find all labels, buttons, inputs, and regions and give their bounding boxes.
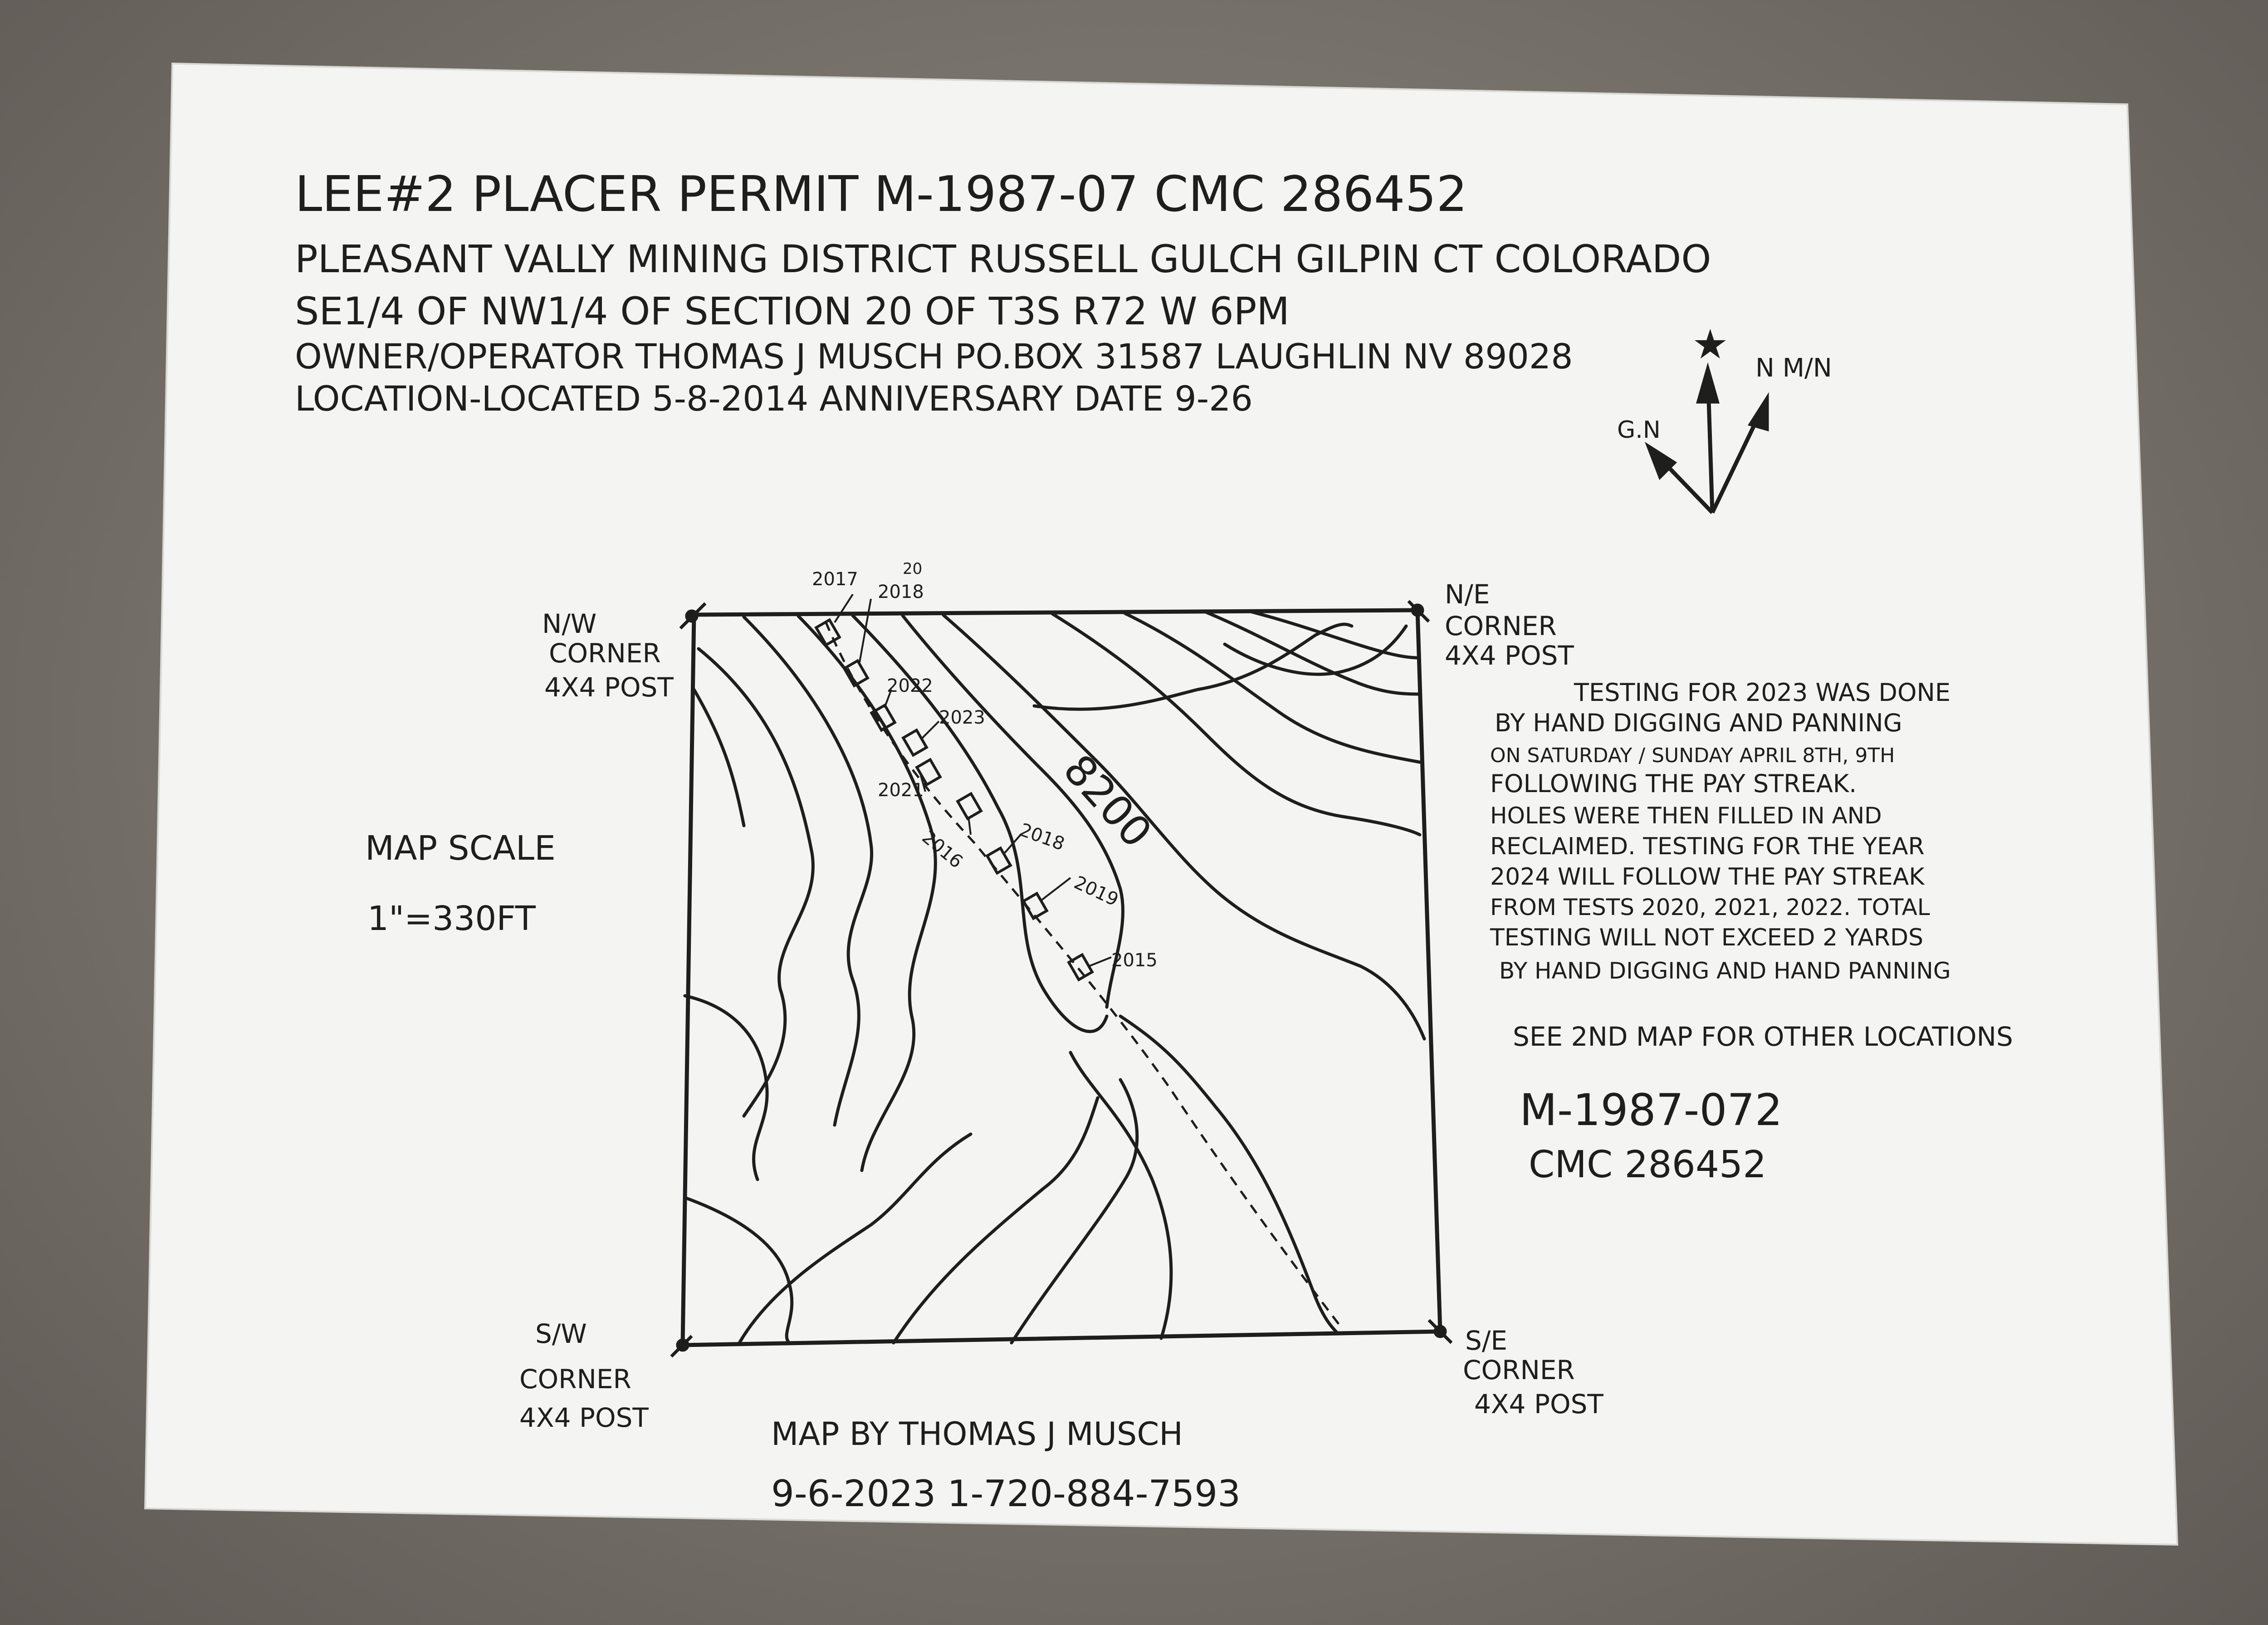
corner-nw-line2: CORNER	[549, 638, 661, 669]
test-year-label: 20	[903, 560, 922, 578]
map-date-phone: 9-6-2023 1-720-884-7593	[771, 1473, 1241, 1515]
corner-se-line3: 4X4 POST	[1474, 1389, 1603, 1419]
corner-sw-line1: S/W	[535, 1318, 587, 1349]
corner-post-markers	[670, 600, 1453, 1358]
header-legal: SE1/4 OF NW1/4 OF SECTION 20 OF T3S R72 …	[295, 289, 1290, 333]
corner-se-line1: S/E	[1465, 1325, 1507, 1356]
claim-number: CMC 286452	[1529, 1143, 1766, 1186]
map-scale-label: MAP SCALE	[365, 829, 556, 868]
header-title: LEE#2 PLACER PERMIT M-1987-07 CMC 286452	[295, 166, 1467, 223]
note-line: HOLES WERE THEN FILLED IN AND	[1490, 803, 1882, 829]
test-year-label: 2022	[887, 675, 933, 696]
note-line: ON SATURDAY / SUNDAY APRIL 8TH, 9TH	[1490, 744, 1895, 767]
corner-se-line2: CORNER	[1463, 1355, 1575, 1385]
header-location: LOCATION-LOCATED 5-8-2014 ANNIVERSARY DA…	[295, 378, 1253, 419]
corner-ne-line3: 4X4 POST	[1445, 640, 1574, 671]
map-author: MAP BY THOMAS J MUSCH	[771, 1415, 1183, 1453]
testing-notes: TESTING FOR 2023 WAS DONE BY HAND DIGGIN…	[1490, 678, 1951, 984]
test-year-label: 2018	[878, 582, 924, 602]
test-hole-2021	[915, 758, 942, 787]
test-hole-2019	[1022, 891, 1049, 920]
test-hole-2016	[956, 792, 983, 821]
pay-streak-line	[824, 621, 1344, 1330]
corner-sw-line3: 4X4 POST	[519, 1402, 649, 1433]
test-hole-2017	[814, 618, 841, 647]
note-line: TESTING FOR 2023 WAS DONE	[1574, 678, 1950, 707]
test-hole-2015	[1067, 953, 1094, 982]
note-line: FROM TESTS 2020, 2021, 2022. TOTAL	[1490, 894, 1930, 920]
see-other-map-note: SEE 2ND MAP FOR OTHER LOCATIONS	[1513, 1021, 2013, 1052]
note-line: FOLLOWING THE PAY STREAK.	[1490, 769, 1857, 798]
corner-nw-line1: N/W	[542, 608, 596, 639]
test-hole-2022	[870, 703, 897, 732]
map-scale-value: 1"=330FT	[367, 899, 536, 938]
test-year-label: 2021	[878, 780, 924, 801]
corner-sw-line2: CORNER	[519, 1364, 631, 1395]
corner-nw-label: N/W CORNER 4X4 POST	[542, 608, 674, 703]
test-hole-leaders	[834, 593, 1112, 967]
note-line: BY HAND DIGGING AND HAND PANNING	[1499, 958, 1951, 984]
corner-ne-line1: N/E	[1445, 579, 1490, 610]
corner-se-label: S/E CORNER 4X4 POST	[1463, 1325, 1603, 1419]
test-year-label: 2015	[1111, 950, 1158, 971]
corner-sw-label: S/W CORNER 4X4 POST	[519, 1318, 649, 1433]
test-year-label: 2023	[939, 707, 985, 728]
north-arrow	[1644, 362, 1769, 514]
compass-gn-label: G.N	[1617, 416, 1661, 444]
header-block: LEE#2 PLACER PERMIT M-1987-07 CMC 286452…	[295, 166, 1711, 419]
corner-ne-line2: CORNER	[1445, 611, 1557, 641]
permit-number: M-1987-072	[1520, 1085, 1783, 1136]
test-year-label: 2017	[812, 569, 858, 590]
note-line: BY HAND DIGGING AND PANNING	[1495, 709, 1902, 737]
header-district: PLEASANT VALLY MINING DISTRICT RUSSELL G…	[295, 237, 1711, 281]
corner-ne-label: N/E CORNER 4X4 POST	[1445, 579, 1574, 671]
note-line: RECLAIMED. TESTING FOR THE YEAR	[1490, 833, 1925, 860]
note-line: TESTING WILL NOT EXCEED 2 YARDS	[1490, 924, 1923, 951]
corner-nw-line3: 4X4 POST	[544, 672, 674, 703]
test-hole-2018b	[985, 846, 1012, 875]
compass-n-label: N M/N	[1755, 353, 1832, 383]
note-line: 2024 WILL FOLLOW THE PAY STREAK	[1490, 863, 1925, 891]
paper-sheet	[144, 62, 2179, 1546]
test-hole-2018	[842, 659, 870, 688]
true-north-star-icon: ★	[1692, 321, 1729, 368]
header-owner: OWNER/OPERATOR THOMAS J MUSCH PO.BOX 315…	[295, 336, 1573, 377]
